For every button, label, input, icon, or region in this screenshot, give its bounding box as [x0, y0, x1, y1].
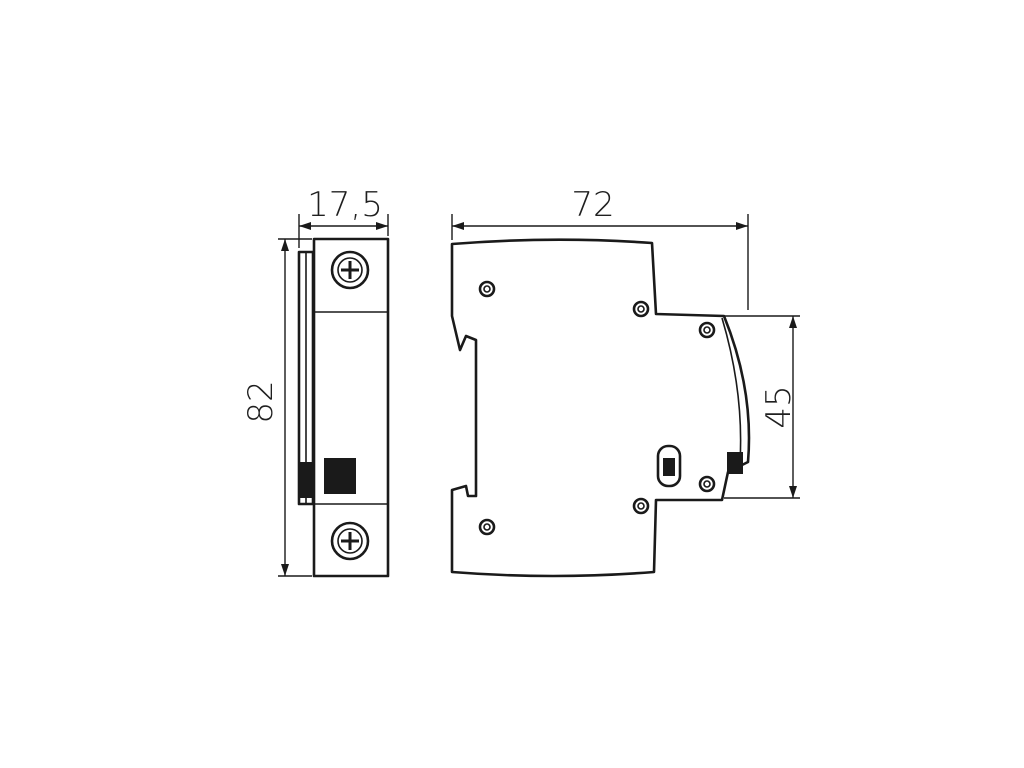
side-width-label: 72	[571, 185, 614, 225]
side-depth-label: 45	[759, 385, 799, 428]
front-width-label: 17,5	[307, 185, 383, 225]
rivet-icon	[632, 300, 650, 318]
lever-slot-icon	[656, 444, 682, 488]
front-height-dimension: 82	[241, 238, 312, 577]
front-width-dimension: 17,5	[298, 185, 389, 248]
rivet-icon	[632, 497, 650, 515]
side-view	[450, 238, 751, 578]
front-body	[312, 237, 390, 578]
rivet-icon	[478, 280, 496, 298]
side-front-contour	[721, 317, 742, 463]
side-latch	[727, 452, 743, 474]
rivet-icon	[478, 518, 496, 536]
side-depth-dimension: 45	[724, 315, 800, 499]
bottom-screw-icon	[330, 521, 370, 561]
top-screw-icon	[330, 250, 370, 290]
front-rail-clip	[299, 462, 313, 498]
side-width-dimension: 72	[451, 185, 749, 310]
rivet-icon	[698, 321, 716, 339]
side-body	[450, 238, 751, 578]
front-height-label: 82	[241, 380, 281, 423]
front-view	[297, 237, 390, 578]
status-indicator-window	[324, 458, 356, 494]
rivet-icon	[698, 475, 716, 493]
